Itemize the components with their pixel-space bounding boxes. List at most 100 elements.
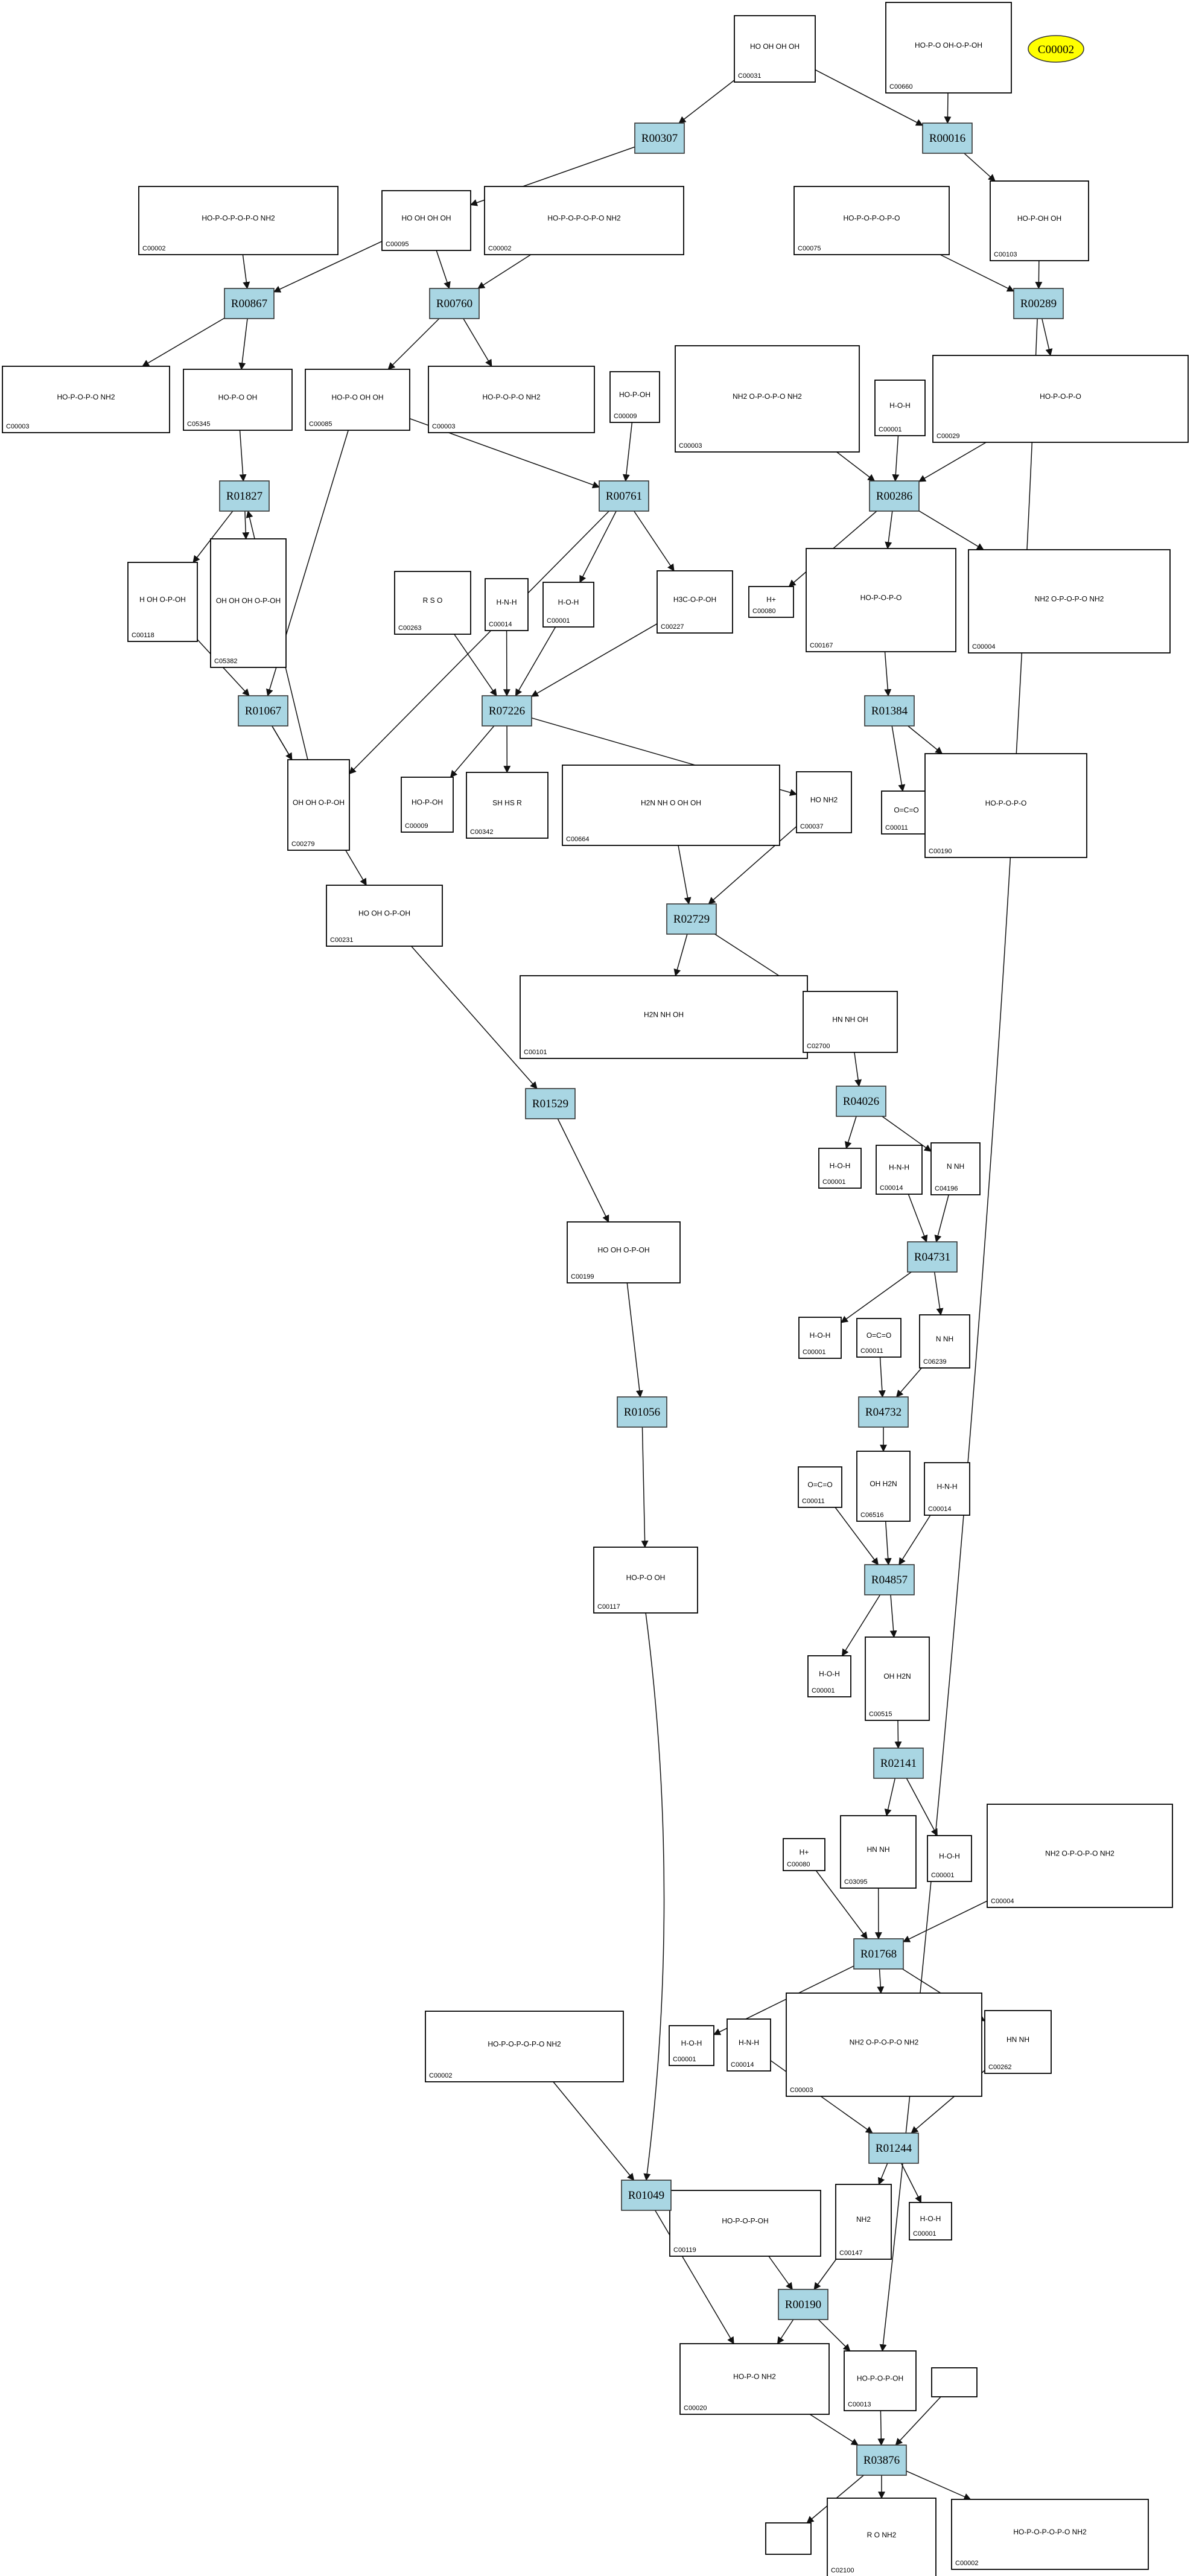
edge-arrow xyxy=(463,318,492,367)
reaction-node[interactable]: R01067 xyxy=(238,695,288,727)
reaction-node[interactable]: R03876 xyxy=(856,2444,907,2476)
structure-label: HO-P-O-P-O xyxy=(1040,392,1081,401)
reaction-node[interactable]: R00286 xyxy=(869,480,920,512)
compound-id: C05382 xyxy=(214,658,238,665)
reaction-node[interactable]: R01827 xyxy=(219,480,270,512)
reaction-node[interactable]: R01768 xyxy=(853,1938,904,1970)
edge-arrow xyxy=(908,1194,928,1243)
edge-arrow xyxy=(841,1271,912,1323)
structure-label: H+ xyxy=(800,1848,809,1857)
compound-id: C00002 xyxy=(429,2072,453,2079)
reaction-node[interactable]: R00760 xyxy=(429,288,480,319)
reaction-node[interactable]: R00307 xyxy=(634,122,685,154)
reaction-node[interactable]: R04731 xyxy=(907,1241,958,1273)
reaction-node[interactable]: R01244 xyxy=(868,2132,919,2164)
reaction-node[interactable]: R01049 xyxy=(621,2180,672,2211)
empty-compound-box[interactable] xyxy=(931,2367,978,2397)
structure-label: H2N NH O OH OH xyxy=(641,799,701,807)
reaction-node[interactable]: R00761 xyxy=(599,480,649,512)
reaction-node[interactable]: R01529 xyxy=(525,1088,576,1119)
reaction-node[interactable]: R02141 xyxy=(873,1748,924,1779)
reaction-node[interactable]: R04857 xyxy=(864,1564,915,1595)
empty-compound-box[interactable] xyxy=(765,2522,812,2555)
reaction-id: R01827 xyxy=(226,490,262,503)
reaction-node[interactable]: R02729 xyxy=(666,903,717,935)
reaction-node[interactable]: R00289 xyxy=(1013,288,1064,319)
reaction-node[interactable]: R07226 xyxy=(482,695,532,727)
reaction-node[interactable]: R00190 xyxy=(778,2289,828,2320)
reaction-node[interactable]: R00867 xyxy=(224,288,275,319)
compound-box[interactable]: H+C00080 xyxy=(783,1838,825,1871)
reaction-node[interactable]: R04732 xyxy=(858,1396,909,1428)
reaction-node[interactable]: R00016 xyxy=(922,122,973,154)
reaction-node[interactable]: R01384 xyxy=(864,695,915,727)
reaction-node[interactable]: R01056 xyxy=(617,1396,667,1428)
reaction-node[interactable]: R04026 xyxy=(836,1086,886,1117)
compound-box[interactable]: H+C00080 xyxy=(748,586,794,618)
legend-ellipse: C00002 xyxy=(1028,35,1084,63)
edge-arrow xyxy=(813,2259,837,2290)
